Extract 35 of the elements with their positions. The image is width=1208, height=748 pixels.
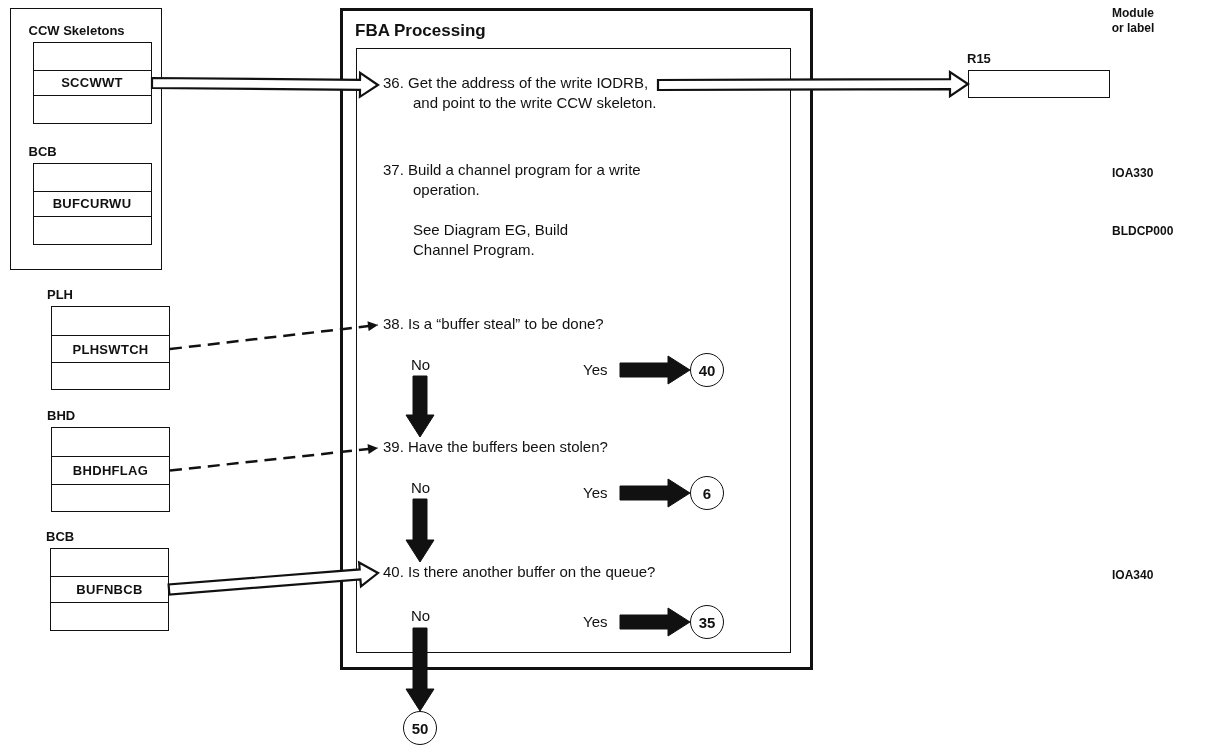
hollow-arrow <box>656 70 970 99</box>
hollow-arrow <box>167 560 380 596</box>
data-field: SCCWWT <box>33 69 151 96</box>
dashed-arrow <box>169 444 379 472</box>
block-arrow <box>619 355 691 385</box>
register-label: R15 <box>967 50 991 68</box>
column-heading: Module or label <box>1110 6 1156 36</box>
data-field: PLHSWTCH <box>52 335 169 363</box>
process-frame <box>340 8 813 670</box>
frame-title: FBA Processing <box>355 21 486 41</box>
table-heading: BCB <box>28 142 57 161</box>
table-heading: CCW Skeletons <box>28 21 125 40</box>
table-heading: PLH <box>47 286 73 304</box>
block-arrow <box>405 627 435 712</box>
block-arrow <box>619 607 691 637</box>
data-field: BHDHFLAG <box>52 456 169 485</box>
table-heading: BHD <box>47 407 76 425</box>
module-label: IOA330 <box>1112 166 1155 181</box>
module-label: IOA340 <box>1112 568 1155 583</box>
block-arrow <box>405 498 435 563</box>
module-label: BLDCP000 <box>1112 224 1175 239</box>
dashed-arrow <box>169 321 379 351</box>
data-field: BUFCURWU <box>33 190 151 217</box>
step-text: 40. Is there another buffer on the queue? <box>383 562 657 582</box>
block-arrow <box>619 478 691 508</box>
step-text: 39. Have the buffers been stolen? <box>383 437 609 457</box>
data-field: BUFNBCB <box>51 576 168 603</box>
step-text: 37. Build a channel program for a write operation. <box>383 160 642 200</box>
step-text: 36. Get the address of the write IODRB, and point to the write CCW skeleton. <box>383 73 658 113</box>
block-arrow <box>405 375 435 438</box>
step-text: 38. Is a “buffer steal” to be done? <box>383 314 605 334</box>
hollow-arrow <box>150 70 380 99</box>
table-heading: BCB <box>46 528 75 546</box>
outline-box <box>10 8 162 270</box>
step-text: See Diagram EG, Build Channel Program. <box>412 220 570 260</box>
